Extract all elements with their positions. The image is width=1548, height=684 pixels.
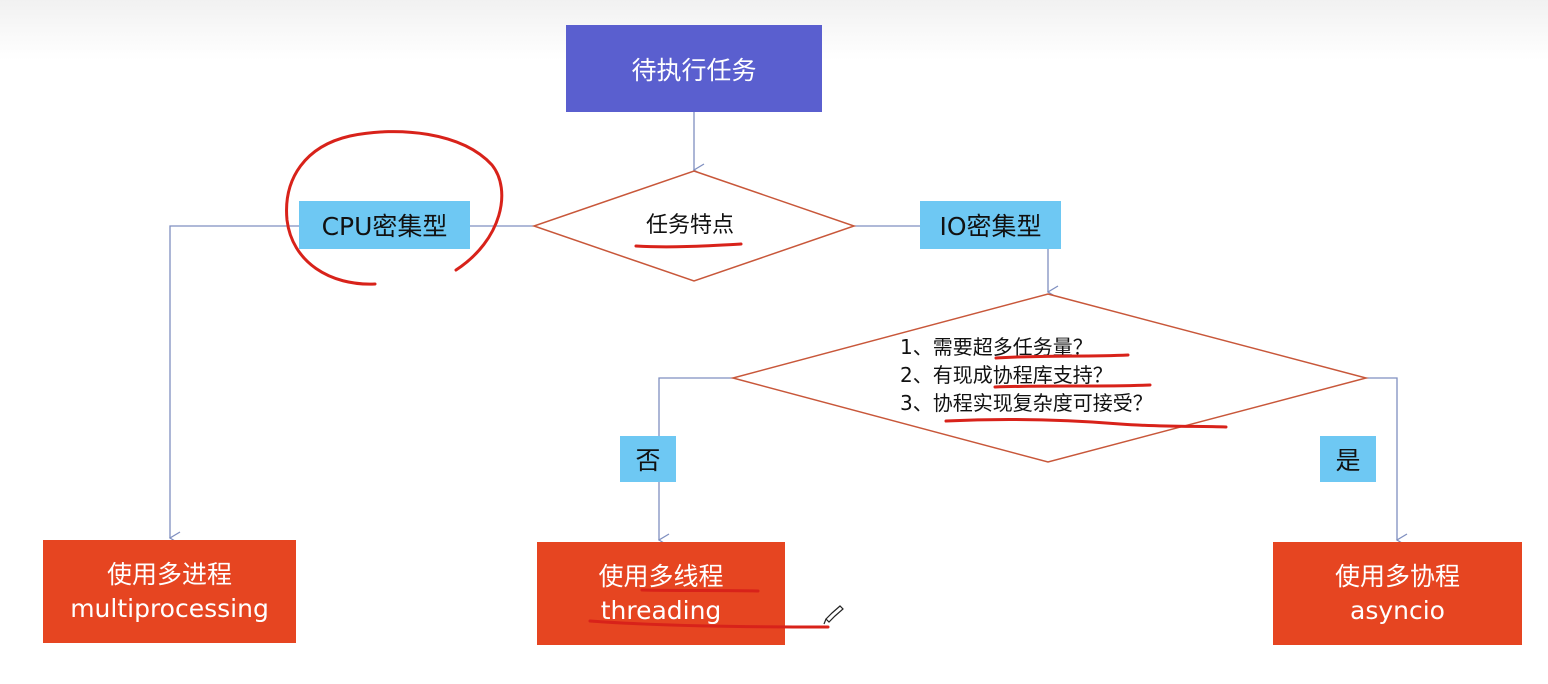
branch-label-no: 否 (620, 436, 676, 482)
annotation-underline-task (634, 242, 743, 249)
result-asyncio: 使用多协程 asyncio (1273, 542, 1522, 645)
annotation-underline-line3 (944, 418, 1228, 429)
connector-no-branch (659, 377, 733, 540)
decision-task-label: 任务特点 (645, 213, 734, 238)
result-multiprocessing-module: multiprocessing (70, 593, 269, 623)
branch-label-yes: 是 (1320, 436, 1376, 482)
result-multiprocessing: 使用多进程 multiprocessing (43, 540, 296, 643)
result-threading-title: 使用多线程 (598, 561, 724, 591)
start-node: 待执行任务 (566, 25, 822, 112)
decision-io-diamond (730, 293, 1369, 463)
branch-label-io: IO密集型 (920, 201, 1061, 249)
decision-io-line-2: 2、有现成协程库支持？ (900, 363, 1113, 387)
annotation-underline-threading-title (640, 588, 760, 593)
start-node-label: 待执行任务 (631, 55, 757, 85)
annotation-underline-line1 (994, 353, 1130, 360)
decision-io-line-3: 3、协程实现复杂度可接受？ (900, 391, 1153, 415)
connector-yes-branch (1366, 377, 1397, 540)
result-threading-module: threading (600, 595, 722, 625)
result-multiprocessing-title: 使用多进程 (106, 559, 232, 589)
annotation-underline-line2 (993, 383, 1152, 389)
decision-task-diamond (531, 170, 857, 282)
annotation-circle-cpu (285, 130, 504, 286)
annotation-underline-threading-module (588, 619, 830, 629)
pen-cursor-icon (823, 605, 844, 625)
branch-label-cpu: CPU密集型 (299, 201, 470, 249)
result-asyncio-title: 使用多协程 (1334, 561, 1460, 591)
result-asyncio-module: asyncio (1350, 595, 1445, 625)
